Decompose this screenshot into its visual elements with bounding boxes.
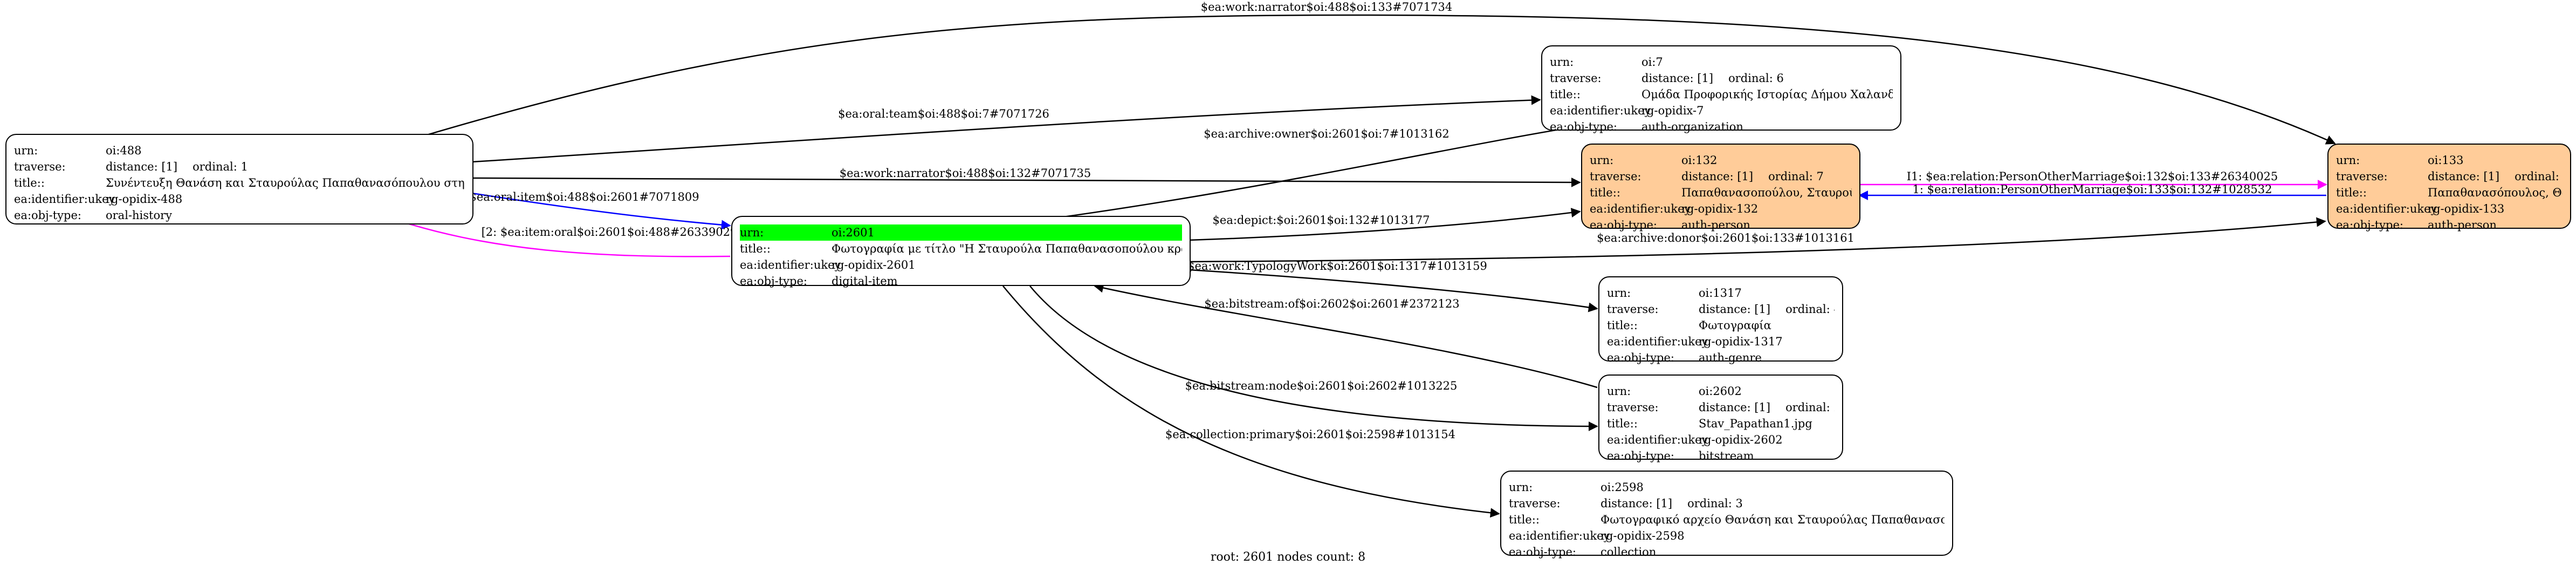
node-row-objtype: ea:obj-type:auth-person xyxy=(1590,219,1750,231)
edge-label: $ea:work:TypologyWork$oi:2601$oi:1317#10… xyxy=(1187,260,1487,273)
edge-label: I1: $ea:relation:PersonOtherMarriage$oi:… xyxy=(1907,170,2278,183)
node-row-urn: urn:oi:132 xyxy=(1590,154,1718,167)
node-oi-2602[interactable]: urn:oi:2602 traverse:distance: [1]ordina… xyxy=(1598,374,1843,462)
edge-label: 2: $ea:oral:item$oi:488$oi:2601#7071809 xyxy=(455,190,699,203)
edge-488-133-narrator: $ea:work:narrator$oi:488$oi:133#7071734 xyxy=(423,1,2336,145)
node-row-traverse: traverse:distance: [1]ordinal: 5 xyxy=(2336,170,2563,183)
node-row-traverse: traverse:distance: [1]ordinal: 6 xyxy=(1550,72,1784,85)
node-row-objtype: ea:obj-type:collection xyxy=(1509,546,1657,559)
edge-label: $ea:archive:owner$oi:2601$oi:7#1013162 xyxy=(1204,127,1449,140)
node-row-urn: urn:oi:133 xyxy=(2336,154,2464,167)
edge-488-2601-oral-item: 2: $ea:oral:item$oi:488$oi:2601#7071809 xyxy=(455,190,731,230)
edge-label: $ea:archive:donor$oi:2601$oi:133#1013161 xyxy=(1597,231,1854,244)
node-row-traverse: traverse:distance: [1]ordinal: 7 xyxy=(1590,170,1824,183)
node-row-traverse: traverse:distance: [1]ordinal: 2 xyxy=(1607,401,1835,414)
edge-2601-1317-typology: $ea:work:TypologyWork$oi:2601$oi:1317#10… xyxy=(1187,260,1598,312)
node-row-title: title::Ομάδα Προφορικής Ιστορίας Δήμου Χ… xyxy=(1550,88,1893,101)
node-row-title: title::Φωτογραφικό αρχείο Θανάση και Στα… xyxy=(1509,513,1945,526)
edge-2602-2601-bitstream-of: $ea:bitstream:of$oi:2602$oi:2601#2372123 xyxy=(1094,283,1598,389)
edge-label: $ea:work:narrator$oi:488$oi:133#7071734 xyxy=(1201,1,1452,13)
node-row-urn: urn:oi:488 xyxy=(14,144,142,157)
graph-footer: root: 2601 nodes count: 8 xyxy=(1210,550,1366,564)
edge-132-133-marriage: I1: $ea:relation:PersonOtherMarriage$oi:… xyxy=(1859,170,2327,189)
edge-2601-2598-collection: $ea:collection:primary$oi:2601$oi:2598#1… xyxy=(1002,285,1500,518)
edge-2601-488-item-oral: [2: $ea:item:oral$oi:2601$oi:488#2633902… xyxy=(383,214,738,257)
node-row-traverse: traverse:distance: [1]ordinal: 4 xyxy=(1607,303,1835,316)
node-row-objtype: ea:obj-type:bitstream xyxy=(1607,450,1754,462)
node-oi-2601-root[interactable]: urn:oi:2601 title::Φωτογραφία με τίτλο "… xyxy=(731,216,1191,288)
edge-label: 1: $ea:relation:PersonOtherMarriage$oi:1… xyxy=(1913,183,2272,196)
node-oi-132[interactable]: urn:oi:132 traverse:distance: [1]ordinal… xyxy=(1581,144,1860,231)
edge-488-7-team: $ea:oral:team$oi:488$oi:7#7071726 xyxy=(471,95,1541,163)
node-row-urn: urn:oi:2598 xyxy=(1509,481,1644,494)
node-row-title: title::Συνέντευξη Θανάση και Σταυρούλας … xyxy=(14,176,465,189)
node-row-traverse: traverse:distance: [1]ordinal: 1 xyxy=(14,160,248,173)
edge-2601-132-depict: $ea:depict:$oi:2601$oi:132#1013177 xyxy=(1189,208,1581,241)
node-row-title: title::Παπαθανασοπούλου, Σταυρούλα xyxy=(1590,186,1852,199)
node-row-title: title::Φωτογραφία με τίτλο "Η Σταυρούλα … xyxy=(740,242,1182,255)
node-row-objtype: ea:obj-type:auth-person xyxy=(2336,219,2497,231)
node-oi-488[interactable]: urn:oi:488 traverse:distance: [1]ordinal… xyxy=(5,134,473,224)
edge-label: [2: $ea:item:oral$oi:2601$oi:488#2633902… xyxy=(482,226,738,239)
node-row-title: title::Παπαθανασόπουλος, Θανάσης xyxy=(2336,186,2563,199)
edge-label: $ea:bitstream:node$oi:2601$oi:2602#10132… xyxy=(1185,379,1458,392)
edge-label: $ea:collection:primary$oi:2601$oi:2598#1… xyxy=(1165,428,1455,441)
edge-label: $ea:work:narrator$oi:488$oi:132#7071735 xyxy=(840,167,1091,180)
node-row-urn: urn:oi:2602 xyxy=(1607,385,1742,398)
node-oi-2598[interactable]: urn:oi:2598 traverse:distance: [1]ordina… xyxy=(1500,471,1953,559)
node-oi-1317[interactable]: urn:oi:1317 traverse:distance: [1]ordina… xyxy=(1598,276,1843,364)
node-row-urn: urn:oi:7 xyxy=(1550,56,1663,69)
edge-2601-7-owner: $ea:archive:owner$oi:2601$oi:7#1013162 xyxy=(1051,121,1586,220)
node-row-objtype: ea:obj-type:auth-organization xyxy=(1550,120,1743,133)
node-row-objtype: ea:obj-type:oral-history xyxy=(14,209,173,222)
edge-label: $ea:depict:$oi:2601$oi:132#1013177 xyxy=(1213,214,1430,227)
node-oi-133[interactable]: urn:oi:133 traverse:distance: [1]ordinal… xyxy=(2327,144,2571,231)
edge-2601-133-donor: $ea:archive:donor$oi:2601$oi:133#1013161 xyxy=(1189,217,2326,263)
node-row-objtype: ea:obj-type:digital-item xyxy=(740,275,898,288)
node-row-urn: urn:oi:1317 xyxy=(1607,287,1742,299)
node-row-objtype: ea:obj-type:auth-genre xyxy=(1607,351,1762,364)
edge-label: $ea:oral:team$oi:488$oi:7#7071726 xyxy=(838,107,1049,120)
edge-488-132-narrator: $ea:work:narrator$oi:488$oi:132#7071735 xyxy=(471,167,1581,187)
node-row-urn-root: urn:oi:2601 xyxy=(740,224,1182,241)
node-row-title: title::Stav_Papathan1.jpg xyxy=(1607,417,1812,430)
node-oi-7[interactable]: urn:oi:7 traverse:distance: [1]ordinal: … xyxy=(1541,45,1901,133)
edge-2601-2602-bitstream-node: $ea:bitstream:node$oi:2601$oi:2602#10132… xyxy=(1029,285,1598,431)
edge-label: $ea:bitstream:of$oi:2602$oi:2601#2372123 xyxy=(1204,297,1459,310)
node-row-traverse: traverse:distance: [1]ordinal: 3 xyxy=(1509,497,1743,510)
edge-133-132-marriage: 1: $ea:relation:PersonOtherMarriage$oi:1… xyxy=(1858,183,2326,200)
node-row-title: title::Φωτογραφία xyxy=(1607,319,1771,332)
